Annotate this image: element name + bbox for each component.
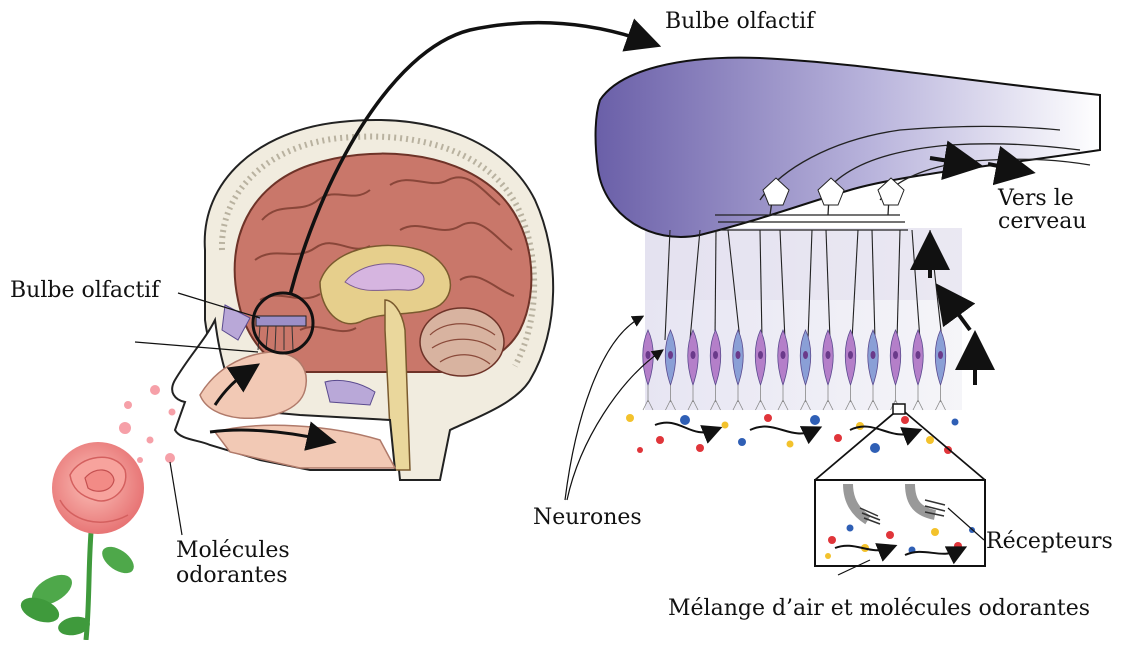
- neuron-nucleus: [826, 351, 831, 359]
- neuron-nucleus: [691, 351, 696, 359]
- label-neurones: Neurones: [533, 506, 642, 530]
- label-molecules-line2: odorantes: [176, 563, 290, 588]
- rose-illustration: [17, 442, 144, 640]
- label-vers-line1: Vers le: [998, 187, 1087, 210]
- label-molecules-odorantes: Molécules odorantes: [176, 538, 290, 589]
- label-bulbe-olfactif-top: Bulbe olfactif: [665, 10, 814, 34]
- neuron-nucleus: [646, 351, 651, 359]
- neuron-nucleus: [781, 351, 786, 359]
- neuron-nucleus: [848, 351, 853, 359]
- neuron-nucleus: [736, 351, 741, 359]
- neuron-nucleus: [916, 351, 921, 359]
- label-vers-le-cerveau: Vers le cerveau: [998, 187, 1087, 233]
- leader-molecules: [170, 462, 182, 535]
- neuron-nucleus: [668, 351, 673, 359]
- label-recepteurs: Récepteurs: [986, 530, 1113, 554]
- neuron-nucleus: [871, 351, 876, 359]
- label-vers-line2: cerveau: [998, 210, 1087, 233]
- odor-molecules-left: [119, 385, 176, 463]
- neuron-nucleus: [938, 351, 943, 359]
- neuron-nucleus: [803, 351, 808, 359]
- label-melange-air-molecules: Mélange d’air et molécules odorantes: [668, 597, 1090, 621]
- odor-molecules-right: [626, 414, 959, 454]
- neuron-nucleus: [758, 351, 763, 359]
- neuron-nucleus: [893, 351, 898, 359]
- label-bulbe-olfactif-left: Bulbe olfactif: [10, 279, 159, 303]
- neuron-nucleus: [713, 351, 718, 359]
- head-illustration: [172, 120, 553, 480]
- receptor-inset: [815, 404, 985, 566]
- label-molecules-line1: Molécules: [176, 538, 290, 563]
